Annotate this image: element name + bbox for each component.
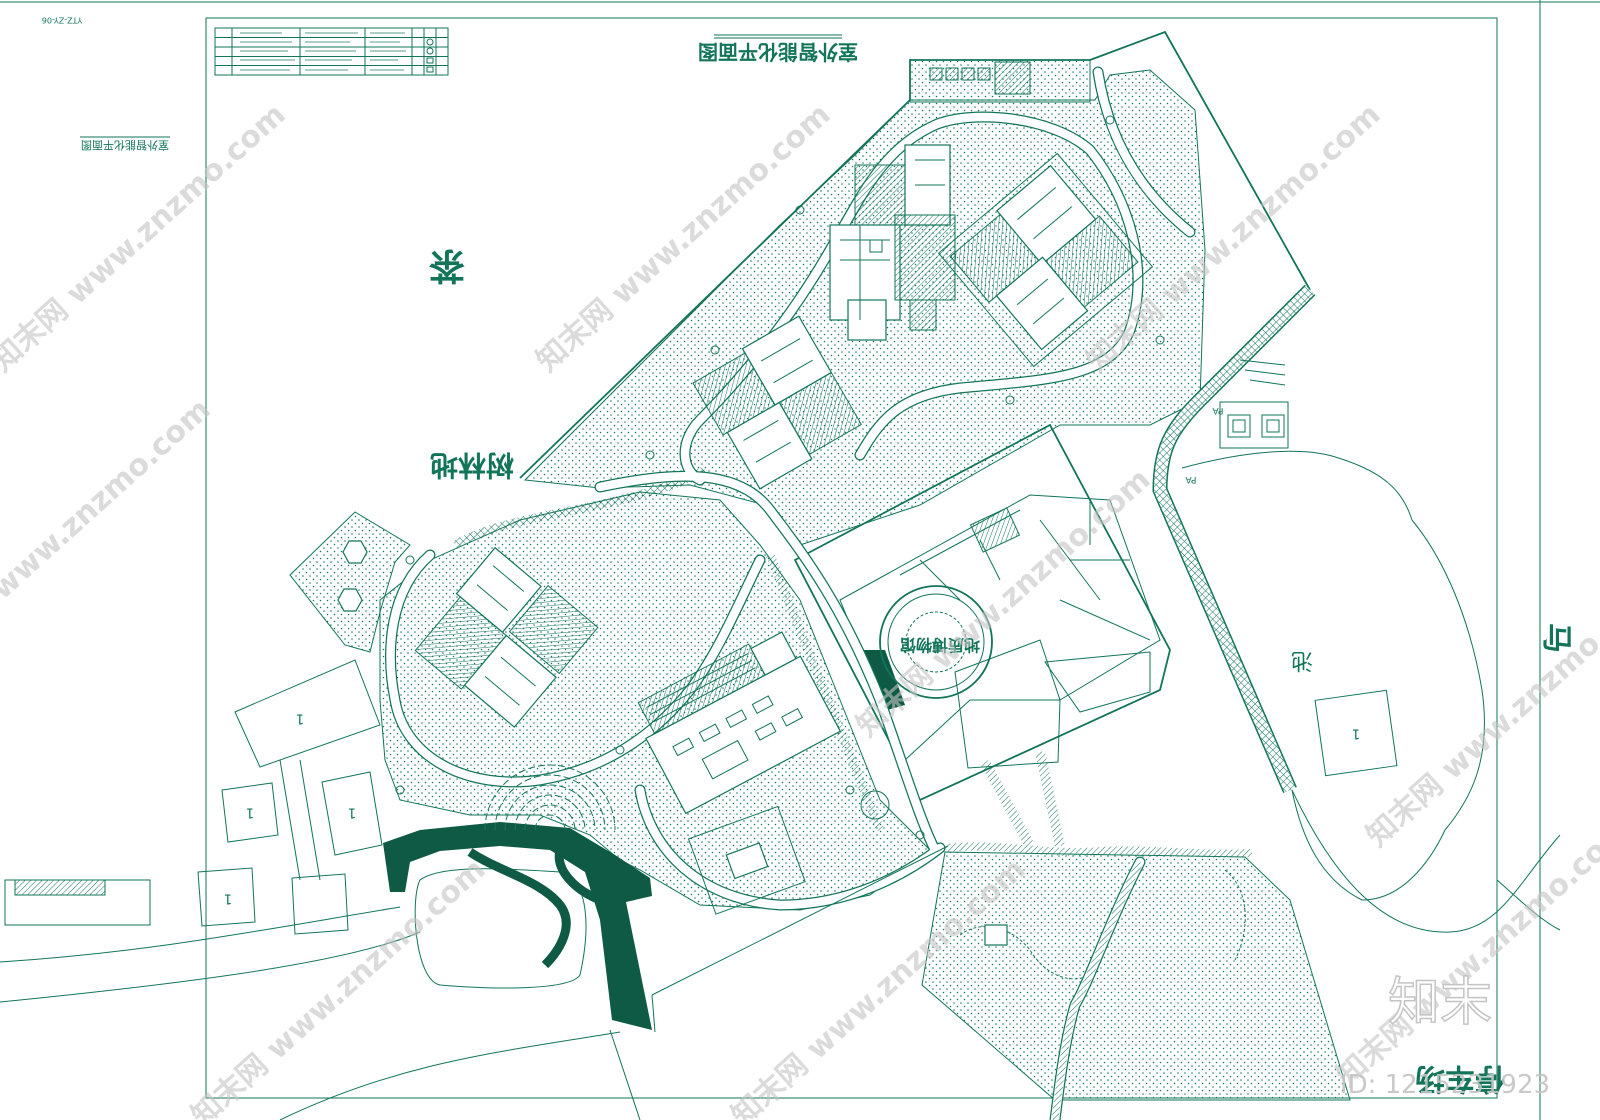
water-features (1152, 284, 1561, 933)
hatched-walkway (765, 553, 885, 832)
top-plaza-building (994, 61, 1031, 95)
left-extension-lawn (289, 511, 411, 653)
museum-interior-lines (899, 500, 1151, 641)
label-building-no: 1 (224, 891, 232, 906)
road (386, 550, 765, 787)
neighbor-building (221, 782, 279, 843)
museum-entry-wedge (862, 650, 905, 712)
building-cluster-north (829, 144, 956, 341)
sheet-code-text: YTZ-ZY-06 (42, 16, 83, 25)
label-building-no: 1 (1352, 726, 1360, 741)
drawing-title: 室外智能化平面图 (698, 34, 858, 64)
drawing-frame (205, 17, 1498, 1099)
clubhouse-building (637, 631, 842, 815)
striped-terrace (954, 639, 1061, 769)
garden-gazebo (984, 924, 1008, 946)
lakeside-pavilion (1314, 689, 1398, 777)
label-road-edge: 马 (1539, 623, 1574, 653)
entrance-plaza (687, 805, 806, 915)
label-building-no: 1 (246, 805, 254, 820)
museum-rotunda-ring (887, 593, 985, 691)
dark-garden-path (467, 848, 602, 969)
label-museum: 地质博物馆 (900, 636, 980, 655)
museum-building (839, 494, 1161, 761)
neighbor-building (234, 659, 381, 768)
watermark-text: 知末网 www.znzmo.com (0, 392, 217, 674)
road-hatch (1051, 860, 1144, 1120)
building-cluster-west (414, 546, 599, 728)
hatched-walkway (980, 750, 1065, 849)
label-woodland: 树林地 (430, 449, 514, 482)
neighbor-building (321, 771, 383, 856)
label-building-no: 1 (348, 805, 356, 820)
road (595, 472, 940, 855)
museum-room-block (969, 507, 1021, 553)
property-line (519, 30, 1311, 479)
museum-rotunda-inner (905, 611, 967, 673)
crosshatch-terrace (1044, 651, 1151, 713)
building-cluster-northeast (937, 152, 1154, 368)
watermark-brand: 知末 (1388, 973, 1492, 1033)
top-plaza-pad (945, 67, 959, 81)
tree-symbols (395, 115, 1165, 840)
dark-paved-road (383, 822, 652, 1030)
lake-outline (1181, 450, 1485, 901)
neighbor-building (291, 873, 349, 935)
hatched-walkway (944, 842, 1253, 858)
amphitheater-arcs (484, 764, 616, 831)
museum-rotunda-outer (879, 585, 993, 699)
neighbor-buildings (0, 659, 949, 1120)
label-pa: PA (1185, 474, 1197, 484)
outside-building-hatched (14, 879, 106, 896)
garden-path (959, 869, 1246, 980)
watermark-id: ID: 1215231923 (1340, 1070, 1550, 1100)
road (635, 785, 945, 910)
road (1093, 67, 1195, 237)
label-pond: 池 (1291, 648, 1313, 673)
pavilion-hexagon (342, 540, 368, 564)
village-road-lines (0, 759, 949, 1120)
side-title: 室外智能化平面图 (80, 136, 170, 153)
label-parking: 停车场 (1415, 1061, 1505, 1096)
top-plaza-pad (977, 67, 991, 81)
pond-garden (383, 764, 652, 1030)
top-plaza-pad (961, 67, 975, 81)
watermark-text: 知末网 www.znzmo.com (1360, 572, 1600, 854)
river-band-hatch (1153, 285, 1315, 793)
drawing-title-text: 室外智能化平面图 (698, 40, 858, 64)
shoreline (1291, 789, 1561, 933)
top-plaza-pad (929, 67, 943, 81)
building-cluster-middle (692, 315, 862, 490)
title-block-table (214, 27, 449, 76)
neighbor-building (197, 867, 256, 927)
pump-house (1219, 359, 1289, 449)
sheet-code: YTZ-ZY-06 (42, 16, 83, 25)
pavilion-hexagon (337, 588, 363, 612)
label-building-no: 1 (296, 711, 304, 726)
label-tea: 茶 (428, 245, 465, 286)
watermark-text: 知末网 www.znzmo.com (1330, 812, 1600, 1094)
label-pa: PA (1212, 405, 1224, 415)
side-title-text: 室外智能化平面图 (81, 139, 169, 153)
left-extension (289, 511, 411, 653)
map-labels: 茶 树林地 地质博物馆 池 马 停车场 PA PA 1 1 1 1 1 (224, 245, 1574, 1096)
lower-right-parcel (921, 851, 1351, 1101)
